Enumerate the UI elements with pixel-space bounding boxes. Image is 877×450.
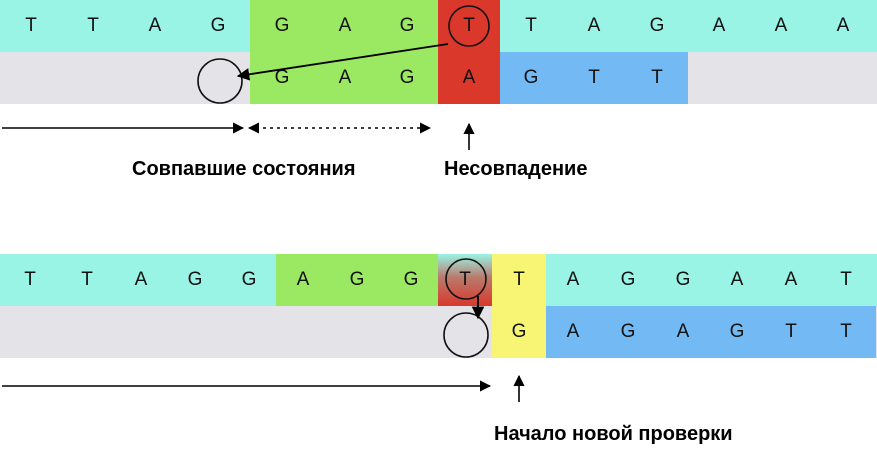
text-char: T [25,15,37,36]
diagram1-text-row: T T A G G A G T T A G A A A [0,0,877,52]
pattern-char: T [588,67,600,88]
pattern-char: G [729,321,745,342]
pattern-char: G [399,67,415,88]
mismatch-cell-faded [438,254,492,306]
text-char: G [620,269,636,290]
pattern-char: A [338,67,352,88]
mismatch-marker-circle [448,5,490,47]
text-char: T [81,269,93,290]
mismatch-marker-circle [445,258,487,300]
text-char: T [463,15,475,36]
matched-region [276,254,438,306]
pattern-remaining-region [546,306,876,358]
label-matched-states: Совпавшие состояния [132,158,356,180]
text-char: A [712,15,726,36]
pattern-char: G [523,67,539,88]
text-char: A [587,15,601,36]
text-char: A [836,15,850,36]
pattern-char: T [785,321,797,342]
pattern-char: T [651,67,663,88]
text-char: T [459,269,471,290]
pattern-char: G [620,321,636,342]
text-char: G [187,269,203,290]
text-char: G [274,15,290,36]
pattern-char: G [511,321,527,342]
diagram2-pattern-row: G A G A G T T [0,306,877,358]
text-char: A [338,15,352,36]
pattern-char: T [840,321,852,342]
text-char: A [784,269,798,290]
new-check-cell [492,254,546,306]
text-char: T [87,15,99,36]
text-char: A [296,269,310,290]
shift-target-circle [197,58,243,104]
text-char: T [513,269,525,290]
text-char: T [24,269,36,290]
text-char: G [349,269,365,290]
text-char: G [675,269,691,290]
text-char: A [774,15,788,36]
text-char: A [148,15,162,36]
pattern-remaining-region [500,52,688,104]
text-char: T [525,15,537,36]
text-char: A [134,269,148,290]
new-check-cell [492,306,546,358]
shift-target-circle [443,312,489,358]
text-char: G [241,269,257,290]
diagram1-pattern-row: G A G A G T T [0,52,877,104]
pattern-char: A [566,321,580,342]
text-char: G [399,15,415,36]
text-char: A [566,269,580,290]
mismatch-cell [438,52,500,104]
pattern-char: G [274,67,290,88]
pattern-char: A [462,67,476,88]
pattern-char: A [676,321,690,342]
matched-region [250,0,438,52]
text-char: G [403,269,419,290]
text-char: G [649,15,665,36]
label-mismatch: Несовпадение [444,158,588,180]
text-char: A [730,269,744,290]
shift-arrow [236,43,449,81]
diagram2-text-row: T T A G G A G G T T A G G A A T [0,254,877,306]
text-char: G [210,15,226,36]
label-new-check: Начало новой проверки [494,423,733,445]
text-char: T [840,269,852,290]
